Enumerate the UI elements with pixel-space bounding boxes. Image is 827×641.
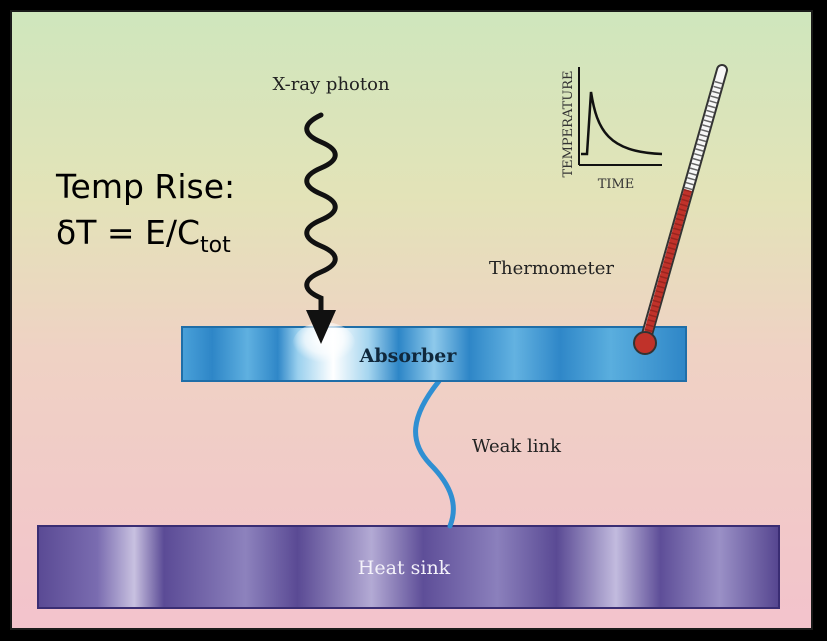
inset-x-axis-label: TIME <box>598 177 635 192</box>
absorber-label: Absorber <box>359 345 458 367</box>
temp-rise-equation: Temp Rise: δT = E/Ctot <box>56 164 235 269</box>
temp-rise-title: Temp Rise: <box>56 167 236 206</box>
absorber-bar <box>181 326 687 382</box>
heat-sink-label: Heat sink <box>358 557 451 579</box>
photon-wave <box>304 112 338 315</box>
weak-link-wire <box>413 378 456 529</box>
absorber-hot-spot <box>292 322 356 370</box>
diagram-frame: Heat sink Weak link Absorber X-ray photo… <box>10 10 813 630</box>
thermometer-bulb <box>633 331 657 355</box>
bolometer-diagram: Heat sink Weak link Absorber X-ray photo… <box>37 64 780 609</box>
photon-arrowhead-icon <box>306 310 336 344</box>
formula-main: δT = E/C <box>56 213 200 252</box>
temp-rise-formula: δT = E/Ctot <box>56 210 235 269</box>
photon-label: X-ray photon <box>272 74 390 95</box>
thermometer-tube-ticks <box>684 80 723 192</box>
thermometer-label: Thermometer <box>489 258 614 279</box>
heat-sink-bar <box>37 525 780 609</box>
formula-subscript: tot <box>200 233 231 258</box>
thermometer-mercury <box>644 188 692 334</box>
inset-pulse-curve <box>581 91 663 156</box>
temperature-time-inset: TEMPERATURE TIME <box>561 67 663 192</box>
inset-y-axis-label: TEMPERATURE <box>561 70 576 177</box>
weak-link-label: Weak link <box>472 436 562 457</box>
